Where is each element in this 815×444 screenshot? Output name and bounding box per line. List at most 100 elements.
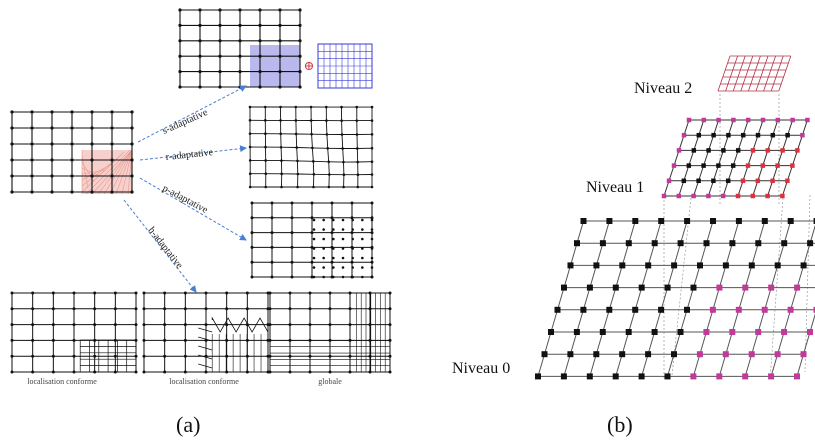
grid-line bbox=[692, 220, 740, 377]
grid-line bbox=[537, 220, 584, 377]
grid-node bbox=[781, 329, 788, 335]
grid-node bbox=[298, 39, 302, 43]
grid-node bbox=[72, 291, 76, 295]
level-2-grid bbox=[717, 55, 792, 92]
grid-node bbox=[370, 260, 374, 264]
extra-node bbox=[351, 275, 354, 279]
grid-node bbox=[130, 126, 134, 130]
grid-node bbox=[10, 354, 14, 358]
grid-node bbox=[805, 117, 810, 123]
grid-node bbox=[142, 291, 146, 295]
grid-line bbox=[250, 173, 373, 176]
grid-node bbox=[70, 158, 74, 162]
grid-node bbox=[93, 291, 97, 295]
grid-node bbox=[204, 323, 208, 327]
extra-node bbox=[361, 237, 364, 241]
grid-node bbox=[238, 23, 242, 27]
grid-node bbox=[178, 8, 182, 12]
hatch-line bbox=[127, 149, 133, 195]
grid-node bbox=[258, 85, 262, 89]
grid-node bbox=[278, 39, 282, 43]
grid-node bbox=[722, 262, 729, 269]
grid-node bbox=[748, 262, 755, 269]
grid-node bbox=[268, 307, 272, 311]
grid-node bbox=[661, 193, 667, 199]
hatch-line bbox=[81, 155, 89, 189]
grid-node bbox=[686, 117, 692, 123]
grid-node bbox=[625, 240, 632, 247]
grid-node bbox=[264, 132, 267, 136]
grid-node bbox=[51, 338, 55, 342]
grid-node bbox=[10, 338, 14, 342]
grid-node bbox=[296, 172, 300, 176]
arrow-p bbox=[139, 177, 247, 241]
grid-node bbox=[10, 126, 14, 130]
extra-node bbox=[341, 266, 345, 269]
grid-line bbox=[732, 55, 746, 92]
grid-node bbox=[142, 338, 146, 342]
level-1-grid bbox=[661, 117, 810, 199]
transition-zigzag bbox=[211, 316, 269, 333]
grid-node bbox=[370, 173, 374, 176]
grid-node bbox=[198, 70, 202, 74]
grid-node bbox=[278, 70, 282, 74]
grid-node bbox=[268, 323, 272, 327]
grid-node bbox=[785, 132, 790, 138]
grid-node bbox=[10, 323, 14, 327]
grid-node bbox=[355, 133, 359, 136]
grid-line bbox=[707, 119, 734, 197]
extra-node bbox=[312, 218, 316, 222]
extra-node bbox=[332, 275, 335, 279]
refine-region-highlight bbox=[82, 150, 132, 194]
grid-node bbox=[327, 173, 331, 176]
grid-node bbox=[348, 291, 352, 295]
grid-node bbox=[70, 110, 74, 114]
grid-node bbox=[760, 117, 766, 123]
grid-node bbox=[93, 354, 97, 358]
grid-line bbox=[755, 55, 769, 92]
grid-node bbox=[183, 370, 187, 374]
grid-node bbox=[93, 307, 97, 311]
grid-node bbox=[787, 306, 794, 313]
grid-node bbox=[296, 185, 299, 189]
transition-line bbox=[198, 354, 213, 360]
projection-line bbox=[671, 197, 692, 376]
extra-node bbox=[322, 266, 325, 269]
grid-node bbox=[225, 370, 229, 374]
grid-node bbox=[560, 373, 567, 380]
grid-node bbox=[134, 323, 138, 327]
grid-node bbox=[110, 190, 114, 194]
grid-node bbox=[312, 185, 315, 189]
grid-node bbox=[355, 119, 359, 122]
grid-node bbox=[580, 306, 587, 313]
grid-line bbox=[770, 224, 815, 377]
grid-node bbox=[370, 185, 374, 189]
transition-line bbox=[198, 336, 213, 342]
grid-node bbox=[72, 370, 76, 374]
grid-node bbox=[183, 291, 187, 295]
grid-node bbox=[722, 351, 729, 358]
grid-node bbox=[775, 117, 781, 123]
grid-node bbox=[671, 351, 677, 358]
grid-node bbox=[327, 185, 331, 189]
grid-line bbox=[737, 119, 764, 197]
grid-node bbox=[716, 284, 723, 291]
grid-node bbox=[760, 163, 766, 168]
grid-node bbox=[250, 260, 254, 264]
grid-node bbox=[263, 119, 267, 122]
grid-node bbox=[250, 216, 254, 220]
grid-node bbox=[30, 142, 34, 146]
grid-node bbox=[311, 146, 314, 150]
grid-node bbox=[742, 373, 749, 380]
grid-node bbox=[356, 147, 359, 150]
grid-node bbox=[706, 148, 711, 153]
grid-node bbox=[250, 245, 254, 249]
grid-node bbox=[748, 351, 755, 358]
grid-node bbox=[370, 119, 374, 122]
extra-node bbox=[351, 266, 354, 269]
grid-node bbox=[290, 201, 294, 205]
grid-node bbox=[697, 262, 703, 269]
grid-node bbox=[198, 39, 202, 43]
grid-node bbox=[183, 307, 187, 311]
grid-node bbox=[178, 39, 182, 43]
